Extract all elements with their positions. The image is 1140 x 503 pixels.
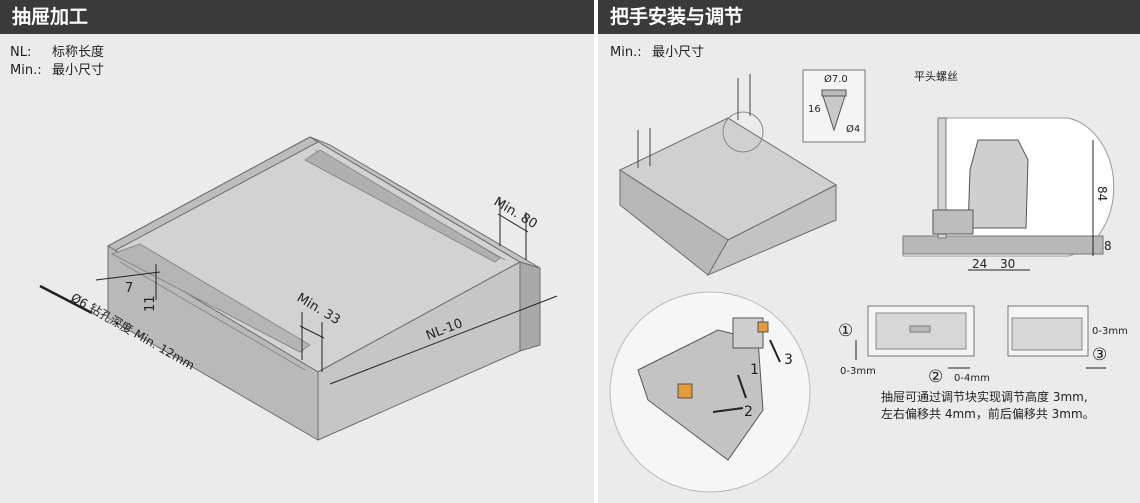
section-diagram: 84 8 24 30 (902, 117, 1115, 271)
adjust-2: ② 0-4mm (928, 367, 990, 387)
svg-text:③: ③ (1092, 345, 1107, 365)
svg-text:②: ② (928, 367, 943, 387)
left-panel-title: 抽屉加工 (0, 0, 594, 34)
handle-installation-drawing: Ø7.0 16 Ø4 平头螺丝 84 8 24 30 (609, 69, 1128, 493)
svg-text:Ø7.0: Ø7.0 (824, 73, 848, 85)
adjust-3: 0-3mm ③ (1007, 305, 1128, 369)
screw-title: 平头螺丝 (914, 70, 958, 83)
drawer-processing-drawing: Min. 80 Min. 33 NL-10 7 11 Ø6 钻孔深度 Min. … (39, 136, 558, 441)
svg-text:8: 8 (1104, 239, 1112, 253)
screw-detail: Ø7.0 16 Ø4 (802, 69, 866, 143)
left-legend: NL:标称长度 Min.:最小尺寸 (10, 44, 104, 80)
right-legend: Min.:最小尺寸 (610, 44, 704, 62)
left-panel: 抽屉加工 NL:标称长度 Min.:最小尺寸 (0, 0, 594, 441)
svg-text:Ø4: Ø4 (846, 123, 860, 135)
right-panel: 把手安装与调节 Min.:最小尺寸 Ø7.0 16 Ø4 平头螺丝 (598, 0, 1140, 503)
panel-divider (594, 0, 598, 503)
svg-text:①: ① (838, 321, 853, 341)
svg-text:0-3mm: 0-3mm (1092, 326, 1128, 337)
adjust-note: 抽屉可通过调节块实现调节高度 3mm, 左右偏移共 4mm，前后偏移共 3mm。 (881, 390, 1095, 421)
svg-text:84: 84 (1095, 186, 1109, 201)
adjust-1: ① 0-3mm (838, 305, 975, 377)
svg-text:0-3mm: 0-3mm (840, 366, 876, 377)
legend-row-min: Min.:最小尺寸 (610, 45, 705, 60)
legend-row-nl: NL:标称长度 (10, 45, 105, 60)
drawer-left-panel (107, 245, 319, 441)
svg-text:0-4mm: 0-4mm (954, 373, 990, 384)
svg-text:30: 30 (1000, 257, 1015, 271)
adjuster-detail: 1 2 3 (609, 291, 811, 493)
svg-text:24: 24 (972, 257, 987, 271)
dim-7: 7 (125, 281, 133, 296)
svg-text:2: 2 (744, 404, 753, 420)
svg-text:1: 1 (750, 362, 759, 378)
right-panel-title: 把手安装与调节 (598, 0, 1140, 34)
dim-min80: Min. 80 (491, 195, 540, 233)
svg-text:3: 3 (784, 352, 793, 368)
svg-text:16: 16 (808, 104, 821, 115)
legend-row-min: Min.:最小尺寸 (10, 63, 105, 78)
dim-11: 11 (143, 295, 158, 312)
